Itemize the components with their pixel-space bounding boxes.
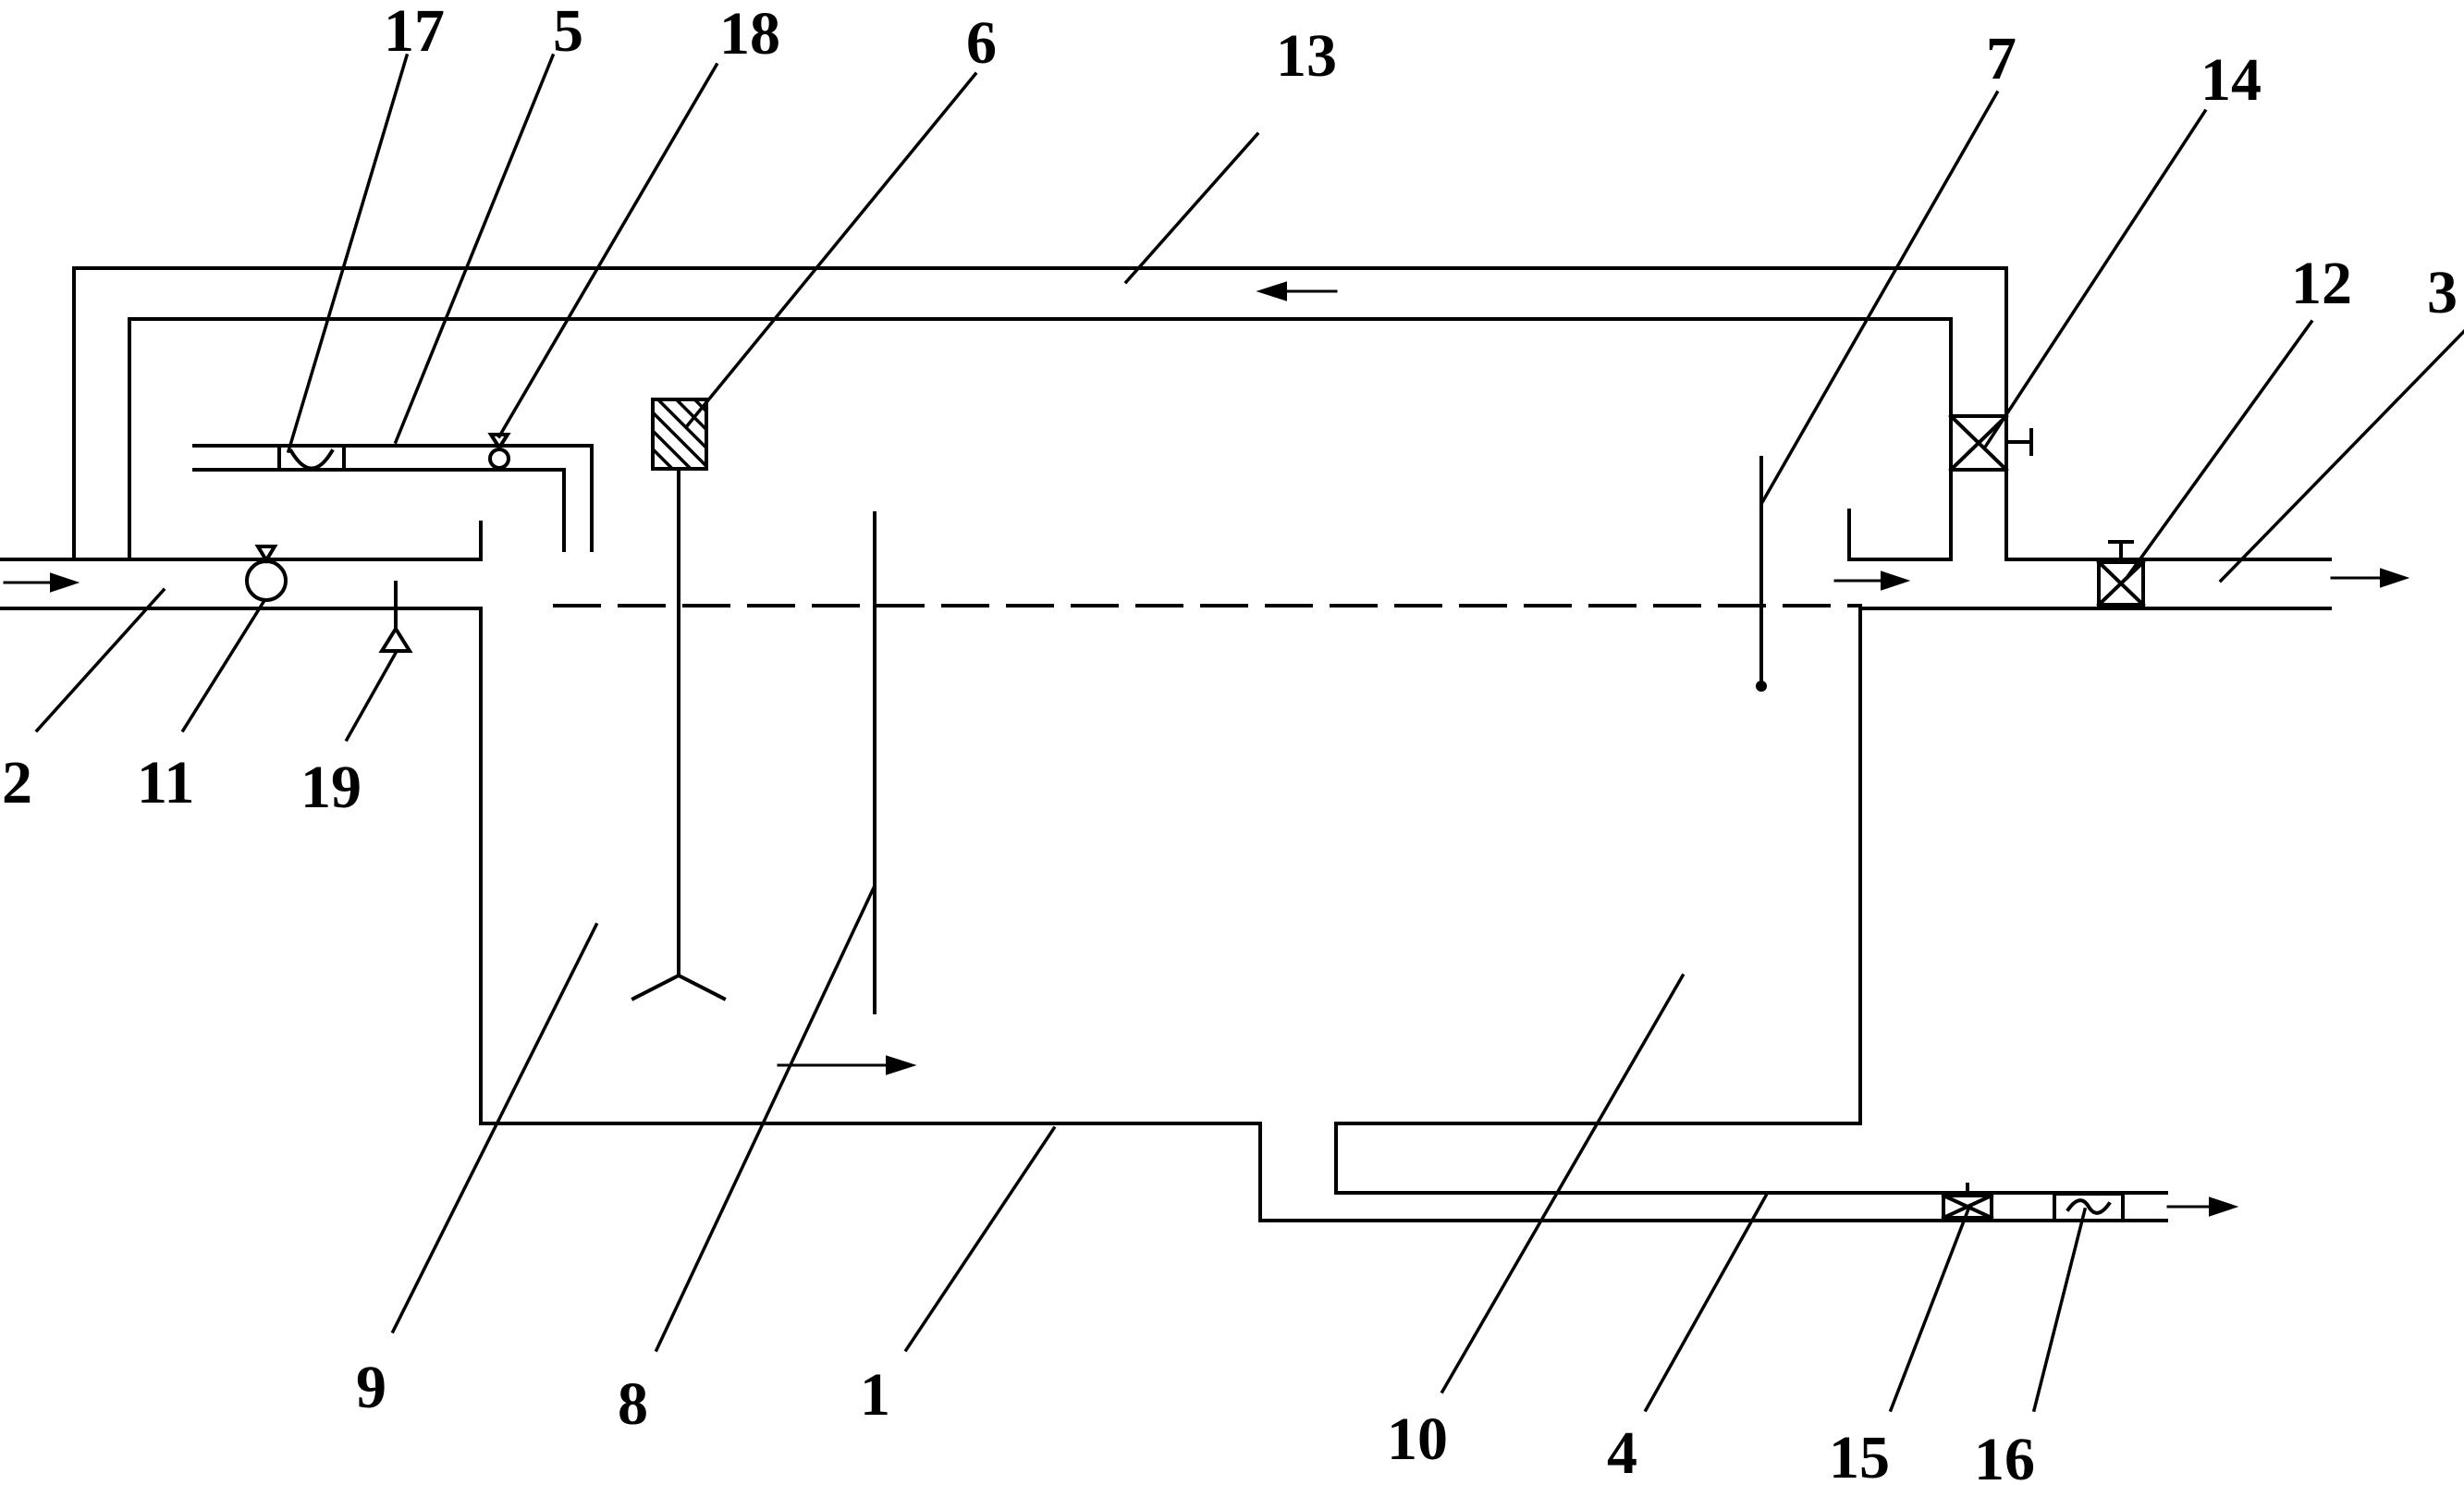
valve-14 xyxy=(1948,413,2033,472)
label-19: 19 xyxy=(300,754,362,821)
outlet-flow-arrow xyxy=(2330,568,2410,588)
label-8: 8 xyxy=(618,1370,648,1438)
flowmeter-17 xyxy=(277,444,346,472)
label-17: 17 xyxy=(384,0,445,65)
return-line-outer xyxy=(72,266,2332,561)
label-6: 6 xyxy=(966,9,997,77)
return-line-inner xyxy=(128,317,1953,561)
label-4: 4 xyxy=(1607,1419,1637,1485)
label-1: 1 xyxy=(860,1361,890,1429)
label-15: 15 xyxy=(1829,1424,1890,1485)
dosing-line xyxy=(192,444,594,552)
flowmeter-16 xyxy=(2053,1192,2125,1222)
valve-18 xyxy=(487,433,511,470)
label-14: 14 xyxy=(2200,46,2262,114)
label-7: 7 xyxy=(1986,25,2017,92)
tank-flow-arrow xyxy=(777,1055,917,1075)
label-9: 9 xyxy=(356,1354,386,1421)
label-11: 11 xyxy=(137,749,194,816)
leader-lines xyxy=(34,53,2464,1413)
label-5: 5 xyxy=(553,0,583,65)
reactor-tank xyxy=(479,607,2168,1222)
valve-15 xyxy=(1941,1183,1994,1221)
label-2: 2 xyxy=(2,749,32,816)
sludge-flow-arrow xyxy=(2166,1197,2239,1217)
valve-12 xyxy=(2096,540,2146,608)
inlet-flow-arrow xyxy=(3,572,80,593)
return-flow-arrow xyxy=(1256,281,1338,301)
label-10: 10 xyxy=(1387,1405,1448,1473)
outlet-internal-arrow xyxy=(1833,571,1911,591)
inlet-pipe xyxy=(0,521,483,1125)
sampling-point-19 xyxy=(378,581,413,653)
probe-7 xyxy=(1756,456,1767,692)
label-13: 13 xyxy=(1276,22,1337,90)
pump-11 xyxy=(245,545,288,602)
label-18: 18 xyxy=(719,0,780,68)
label-16: 16 xyxy=(1974,1426,2035,1485)
label-12: 12 xyxy=(2291,250,2352,317)
agitator-6 xyxy=(631,398,727,1001)
label-3: 3 xyxy=(2427,259,2458,326)
